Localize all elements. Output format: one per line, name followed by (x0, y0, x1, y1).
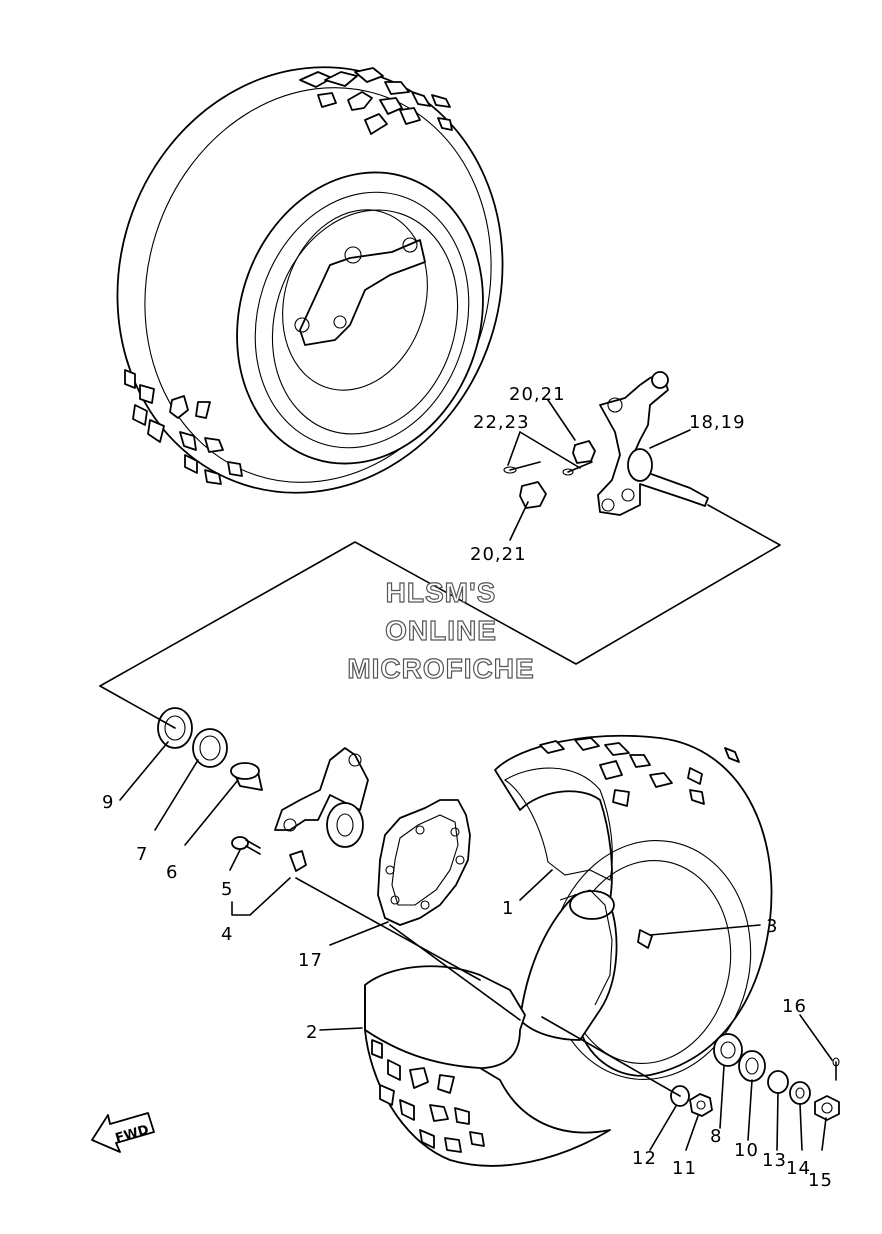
axle-nut (814, 1095, 840, 1121)
callout-18-19: 18,19 (689, 412, 746, 433)
cotter-pins (503, 461, 593, 476)
assembly-lines (99, 504, 781, 1097)
watermark: HLSM'S ONLINE MICROFICHE (347, 576, 535, 684)
watermark-line-3: MICROFICHE (347, 653, 534, 684)
cotter-pin-16 (832, 1057, 840, 1081)
callout-6: 6 (166, 862, 178, 883)
callout-20-21-bottom: 20,21 (470, 544, 527, 565)
tire-split-left (364, 965, 611, 1167)
callout-13: 13 (762, 1150, 787, 1171)
tread-blocks-lower (371, 1039, 485, 1153)
callout-5: 5 (221, 879, 233, 900)
callout-22-23: 22,23 (473, 412, 530, 433)
callout-9: 9 (102, 792, 114, 813)
callout-labels: 9 7 6 5 4 17 2 1 3 16 8 10 13 14 15 12 1… (102, 384, 833, 1191)
callout-4: 4 (221, 924, 233, 945)
callout-15: 15 (808, 1170, 833, 1191)
callout-16: 16 (782, 996, 807, 1017)
steering-knuckle (597, 371, 709, 516)
castle-nut-lower (519, 481, 547, 509)
wheel-hub (274, 747, 369, 872)
wheel-rim (519, 889, 618, 1041)
washer-13 (767, 1070, 789, 1094)
assembled-wheel (116, 66, 504, 494)
callout-7: 7 (136, 844, 148, 865)
nut-11 (689, 1093, 713, 1117)
castle-nut-upper (572, 440, 596, 464)
callout-8: 8 (710, 1126, 722, 1147)
hub-bolt (231, 836, 261, 855)
tread-blocks-right (539, 737, 740, 807)
callout-12: 12 (632, 1148, 657, 1169)
callout-3: 3 (766, 916, 778, 937)
bearing-inner (192, 728, 228, 768)
callout-11: 11 (672, 1158, 697, 1179)
washer-14 (789, 1081, 811, 1105)
callout-1: 1 (502, 898, 514, 919)
bearing-outer (713, 1033, 743, 1067)
fwd-arrow: FWD (91, 1112, 155, 1153)
tread-blocks-top (299, 67, 453, 135)
callout-leaders (119, 399, 833, 1151)
air-valve (637, 929, 653, 949)
watermark-line-1: HLSM'S (386, 577, 497, 608)
collar (738, 1050, 766, 1082)
callout-2: 2 (306, 1022, 318, 1043)
callout-10: 10 (734, 1140, 759, 1161)
tread-blocks-left (124, 369, 243, 485)
callout-14: 14 (786, 1158, 811, 1179)
watermark-line-2: ONLINE (385, 615, 497, 646)
spacer (230, 762, 263, 791)
callout-17: 17 (298, 950, 323, 971)
callout-20-21-top: 20,21 (509, 384, 566, 405)
gasket-plate (377, 799, 471, 926)
